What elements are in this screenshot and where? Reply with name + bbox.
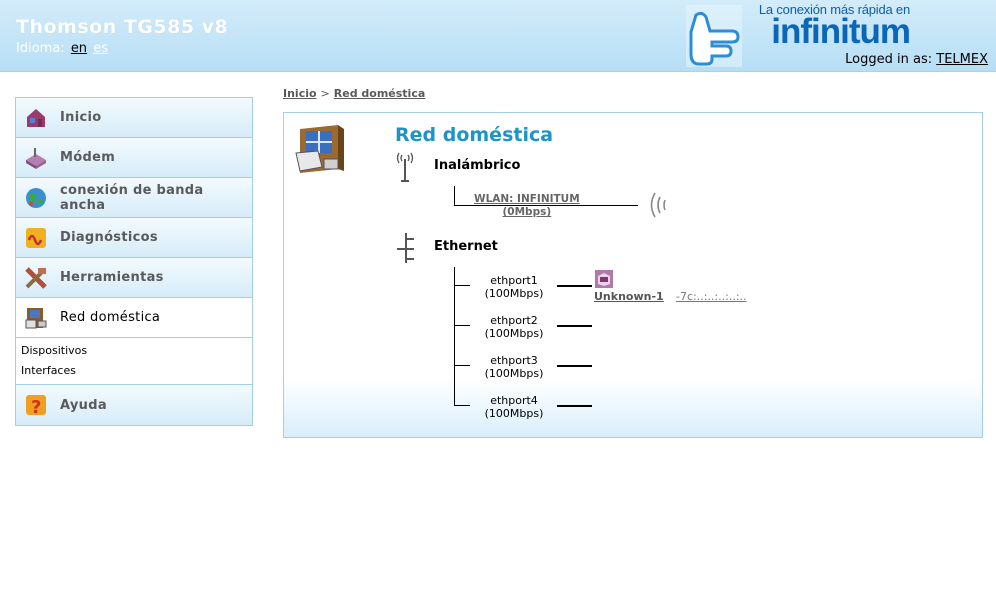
wifi-signal-icon xyxy=(650,192,666,218)
ethport1-label: ethport1 (100Mbps) xyxy=(484,274,544,300)
header-bar: Thomson TG585 v8 Idioma: en es La conexi… xyxy=(0,0,996,72)
sidebar-item-label: Módem xyxy=(60,150,116,165)
ethport4-label: ethport4 (100Mbps) xyxy=(484,394,544,420)
home-icon xyxy=(27,108,45,127)
port-branch-line xyxy=(454,285,470,286)
port-branch-line xyxy=(454,365,470,366)
brand-logo: infinitum xyxy=(771,12,911,51)
device-mac-link[interactable]: -7c:..:..:..:..:.. xyxy=(676,290,747,303)
modem-icon xyxy=(26,147,46,169)
breadcrumb-separator: > xyxy=(320,87,330,100)
sidebar-item-diagnostics[interactable]: Diagnósticos xyxy=(16,218,252,258)
sidebar-item-label: conexión de banda ancha xyxy=(60,182,204,213)
home-network-page-icon xyxy=(295,125,344,173)
breadcrumb: Inicio>Red doméstica xyxy=(283,87,425,100)
language-es-link[interactable]: es xyxy=(93,41,108,56)
wireless-branch-line xyxy=(454,205,638,206)
page-title: Red doméstica xyxy=(395,124,554,146)
sidebar-item-inicio[interactable]: Inicio xyxy=(16,98,252,138)
ethport2-label: ethport2 (100Mbps) xyxy=(484,314,544,340)
device-icon[interactable] xyxy=(595,270,613,288)
ethernet-tree-icon xyxy=(397,233,414,263)
wlan-name: WLAN: INFINITUM xyxy=(474,193,580,205)
login-info: Logged in as: TELMEX xyxy=(845,52,988,67)
subnav-item-interfaces[interactable]: Interfaces xyxy=(21,364,76,377)
tools-icon xyxy=(25,266,47,289)
breadcrumb-current-link[interactable]: Red doméstica xyxy=(333,87,426,100)
sidebar-nav: Inicio Módem conexión de banda ancha Dia… xyxy=(15,97,253,426)
user-link[interactable]: TELMEX xyxy=(936,52,988,67)
ethport3-label: ethport3 (100Mbps) xyxy=(484,354,544,380)
sidebar-item-label: Inicio xyxy=(60,110,102,125)
globe-icon xyxy=(26,187,46,208)
help-icon: ? xyxy=(26,395,46,417)
logged-in-label: Logged in as: xyxy=(845,52,933,67)
port-link-line xyxy=(557,365,592,367)
port-branch-line xyxy=(454,325,470,326)
sidebar-subnav: Dispositivos Interfaces xyxy=(16,338,252,385)
antenna-icon xyxy=(396,152,414,182)
wlan-link[interactable]: WLAN: INFINITUM (0Mbps) xyxy=(474,193,580,219)
sidebar-item-modem[interactable]: Módem xyxy=(16,138,252,178)
sidebar-item-help[interactable]: ? Ayuda xyxy=(16,385,252,425)
wireless-section-title: Inalámbrico xyxy=(434,158,521,173)
pointing-hand-logo-icon xyxy=(686,5,742,67)
home-network-icon xyxy=(25,307,47,328)
sidebar-item-label: Herramientas xyxy=(60,270,164,285)
sidebar-item-label: Diagnósticos xyxy=(60,230,158,245)
wireless-tree-line xyxy=(454,186,455,206)
sidebar-item-label: Ayuda xyxy=(60,397,107,413)
language-label: Idioma: xyxy=(16,41,65,56)
home-network-panel: Red doméstica Inalámbrico WLAN: INFINITU… xyxy=(283,112,983,438)
sidebar-item-broadband[interactable]: conexión de banda ancha xyxy=(16,178,252,218)
language-selector: Idioma: en es xyxy=(16,41,108,56)
brand-tagline: La conexión más rápida en xyxy=(758,2,910,17)
language-en-link[interactable]: en xyxy=(70,41,88,56)
port-link-line xyxy=(557,405,592,407)
diagnostics-icon xyxy=(26,227,46,248)
device-name-link[interactable]: Unknown-1 xyxy=(594,290,664,303)
app-title: Thomson TG585 v8 xyxy=(16,16,229,38)
ethernet-section-title: Ethernet xyxy=(434,239,498,254)
port-branch-line xyxy=(454,405,470,406)
subnav-item-devices[interactable]: Dispositivos xyxy=(21,344,88,357)
sidebar-item-home-network[interactable]: Red doméstica xyxy=(16,298,252,338)
ethernet-tree-trunk xyxy=(454,267,455,406)
svg-text:?: ? xyxy=(31,397,41,417)
port-link-line xyxy=(557,285,592,287)
wlan-speed: (0Mbps) xyxy=(502,206,552,218)
sidebar-item-tools[interactable]: Herramientas xyxy=(16,258,252,298)
port-link-line xyxy=(557,325,592,327)
sidebar-item-label: Red doméstica xyxy=(60,310,161,325)
breadcrumb-home-link[interactable]: Inicio xyxy=(283,87,317,100)
